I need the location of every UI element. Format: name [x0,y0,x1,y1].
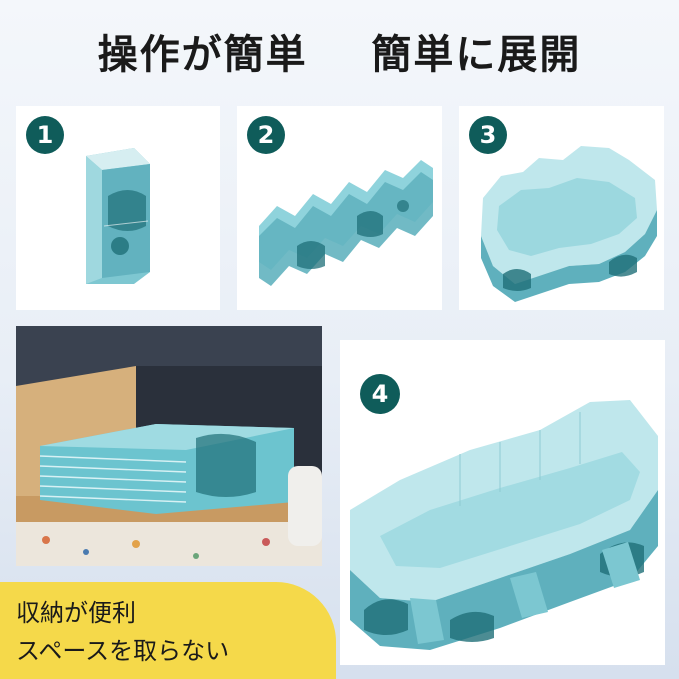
headline-right: 簡単に展開 [371,32,582,78]
unfolding-pool-image [259,160,433,286]
step-3-badge: 3 [469,116,507,154]
step-4-panel: 4 [340,340,665,665]
headline-left: 操作が簡単 [97,32,308,78]
expanded-pool-image [481,146,657,302]
step-1-panel: 1 [16,106,220,310]
step-1-badge: 1 [26,116,64,154]
step-4-badge: 4 [360,374,400,414]
folded-pool-image [86,148,150,284]
caption-line-1: 収納が便利 [16,599,136,627]
full-pool-image [350,400,658,650]
shelf-storage-image [16,326,322,566]
storage-caption: 収納が便利 スペースを取らない [0,582,336,679]
step-2-panel: 2 [237,106,442,310]
caption-line-2: スペースを取らない [16,637,230,665]
step-2-badge: 2 [247,116,285,154]
step-3-panel: 3 [459,106,664,310]
storage-photo [16,326,322,566]
page-headline: 操作が簡単 簡単に展開 [0,22,679,80]
